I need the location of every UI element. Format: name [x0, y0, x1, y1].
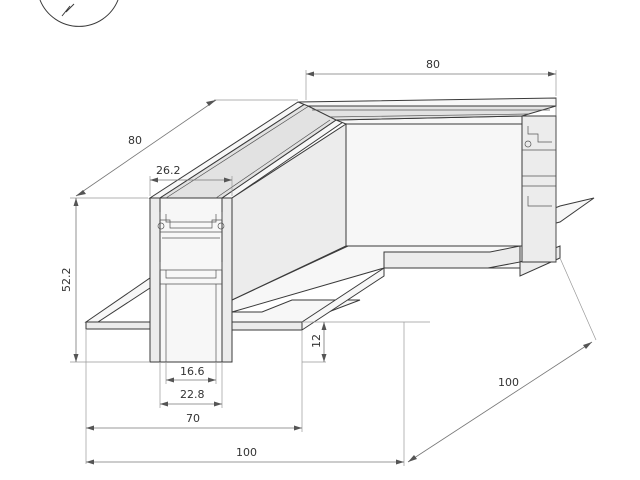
dim-flange-12: 12	[310, 334, 323, 348]
dim-width-70: 70	[186, 412, 200, 425]
left-flange-front	[85, 321, 151, 330]
right-channel-end	[521, 115, 557, 263]
dim-height: 52.2	[60, 268, 73, 293]
right-channel-details	[522, 98, 557, 262]
dim-inner-22-8: 22.8	[180, 388, 205, 401]
dim-channel-width: 26.2	[156, 164, 181, 177]
left-flange-top	[84, 277, 151, 323]
front-channel-details	[157, 212, 225, 362]
profile-body	[84, 97, 595, 363]
inner-wall-back	[345, 123, 523, 247]
front-channel-face	[149, 197, 233, 363]
center-flange-front	[231, 321, 303, 331]
dim-line-left-80	[75, 99, 217, 197]
dimensions: 80 80 26.2 52.2 12 16.6	[60, 58, 597, 466]
dim-left-80: 80	[128, 134, 142, 147]
dim-line-100-side	[407, 341, 593, 463]
front-channel-right-wall	[221, 197, 233, 363]
top-rail-back-outer	[297, 97, 557, 107]
corner-logo	[39, 0, 119, 27]
front-channel-left-wall	[149, 197, 161, 363]
dim-base-100-front: 100	[236, 446, 257, 459]
dim-top-80: 80	[426, 58, 440, 71]
dim-base-100-side: 100	[498, 376, 519, 389]
center-flange-side	[301, 267, 385, 331]
dim-inner-16-6: 16.6	[180, 365, 205, 378]
